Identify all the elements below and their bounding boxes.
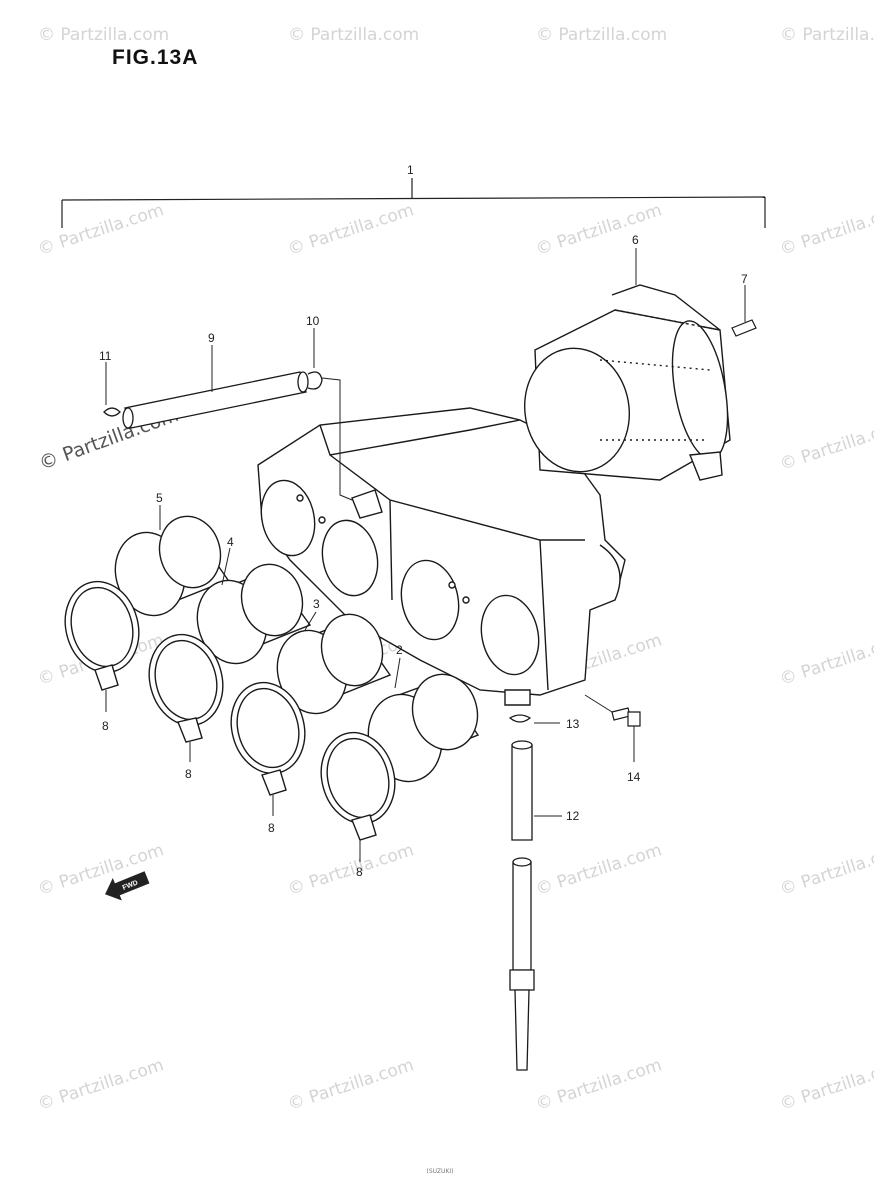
- watermark: © Partzilla.com: [777, 415, 874, 475]
- watermark: © Partzilla.com: [533, 840, 664, 900]
- bolt: [611, 707, 641, 727]
- air-cleaner-box: [257, 407, 626, 706]
- callout-14: 14: [627, 770, 641, 784]
- callout-8: 8: [356, 865, 363, 879]
- watermark: © Partzilla.com: [288, 25, 419, 45]
- callout-11: 11: [99, 349, 112, 363]
- callout-3: 3: [313, 597, 320, 611]
- watermark: © Partzilla.com: [533, 1055, 664, 1115]
- callout-9: 9: [208, 331, 215, 345]
- watermark: © Partzilla.com: [780, 25, 874, 45]
- leader-lines: [105, 248, 746, 862]
- callout-8: 8: [268, 821, 275, 835]
- callout-8: 8: [102, 719, 109, 733]
- watermark: © Partzilla.com: [35, 200, 166, 260]
- callout-12: 12: [566, 809, 580, 823]
- watermark: © Partzilla.com: [35, 840, 166, 900]
- drain-hose: [103, 371, 323, 429]
- forward-direction-arrow: FWD: [105, 871, 150, 901]
- watermark: © Partzilla.com: [38, 25, 169, 45]
- callout-4: 4: [227, 535, 234, 549]
- callout-8: 8: [185, 767, 192, 781]
- watermark: © Partzilla.com: [285, 200, 416, 260]
- callout-1: 1: [407, 163, 414, 177]
- filter-element: [523, 284, 731, 481]
- watermark: © Partzilla.com: [35, 1055, 166, 1115]
- callout-13: 13: [566, 717, 580, 731]
- footer-note: (SUZUKI): [426, 1168, 454, 1175]
- figure-title: FIG.13A: [112, 46, 199, 69]
- screw: [731, 319, 757, 337]
- watermark: © Partzilla.com: [777, 200, 874, 260]
- callout-2: 2: [396, 643, 403, 657]
- watermark: © Partzilla.com: [777, 840, 874, 900]
- watermark: © Partzilla.com: [533, 200, 664, 260]
- intake-funnels: [114, 515, 480, 783]
- drain-tube: [508, 714, 535, 1071]
- callout-5: 5: [156, 491, 163, 505]
- watermark: © Partzilla.com: [777, 630, 874, 690]
- watermark: © Partzilla.com: [285, 840, 416, 900]
- callout-labels: 1 2 3 4 5 6 7 8 8 8 8 9 10 11 12 13 14: [99, 163, 748, 879]
- callout-7: 7: [741, 272, 748, 286]
- watermark: © Partzilla.com: [536, 25, 667, 45]
- callout-6: 6: [632, 233, 639, 247]
- callout-10: 10: [306, 314, 320, 328]
- watermark: © Partzilla.com: [285, 1055, 416, 1115]
- hose-clamps: [64, 580, 396, 841]
- assembly-bracket: [61, 178, 766, 228]
- watermark: © Partzilla.com: [777, 1055, 874, 1115]
